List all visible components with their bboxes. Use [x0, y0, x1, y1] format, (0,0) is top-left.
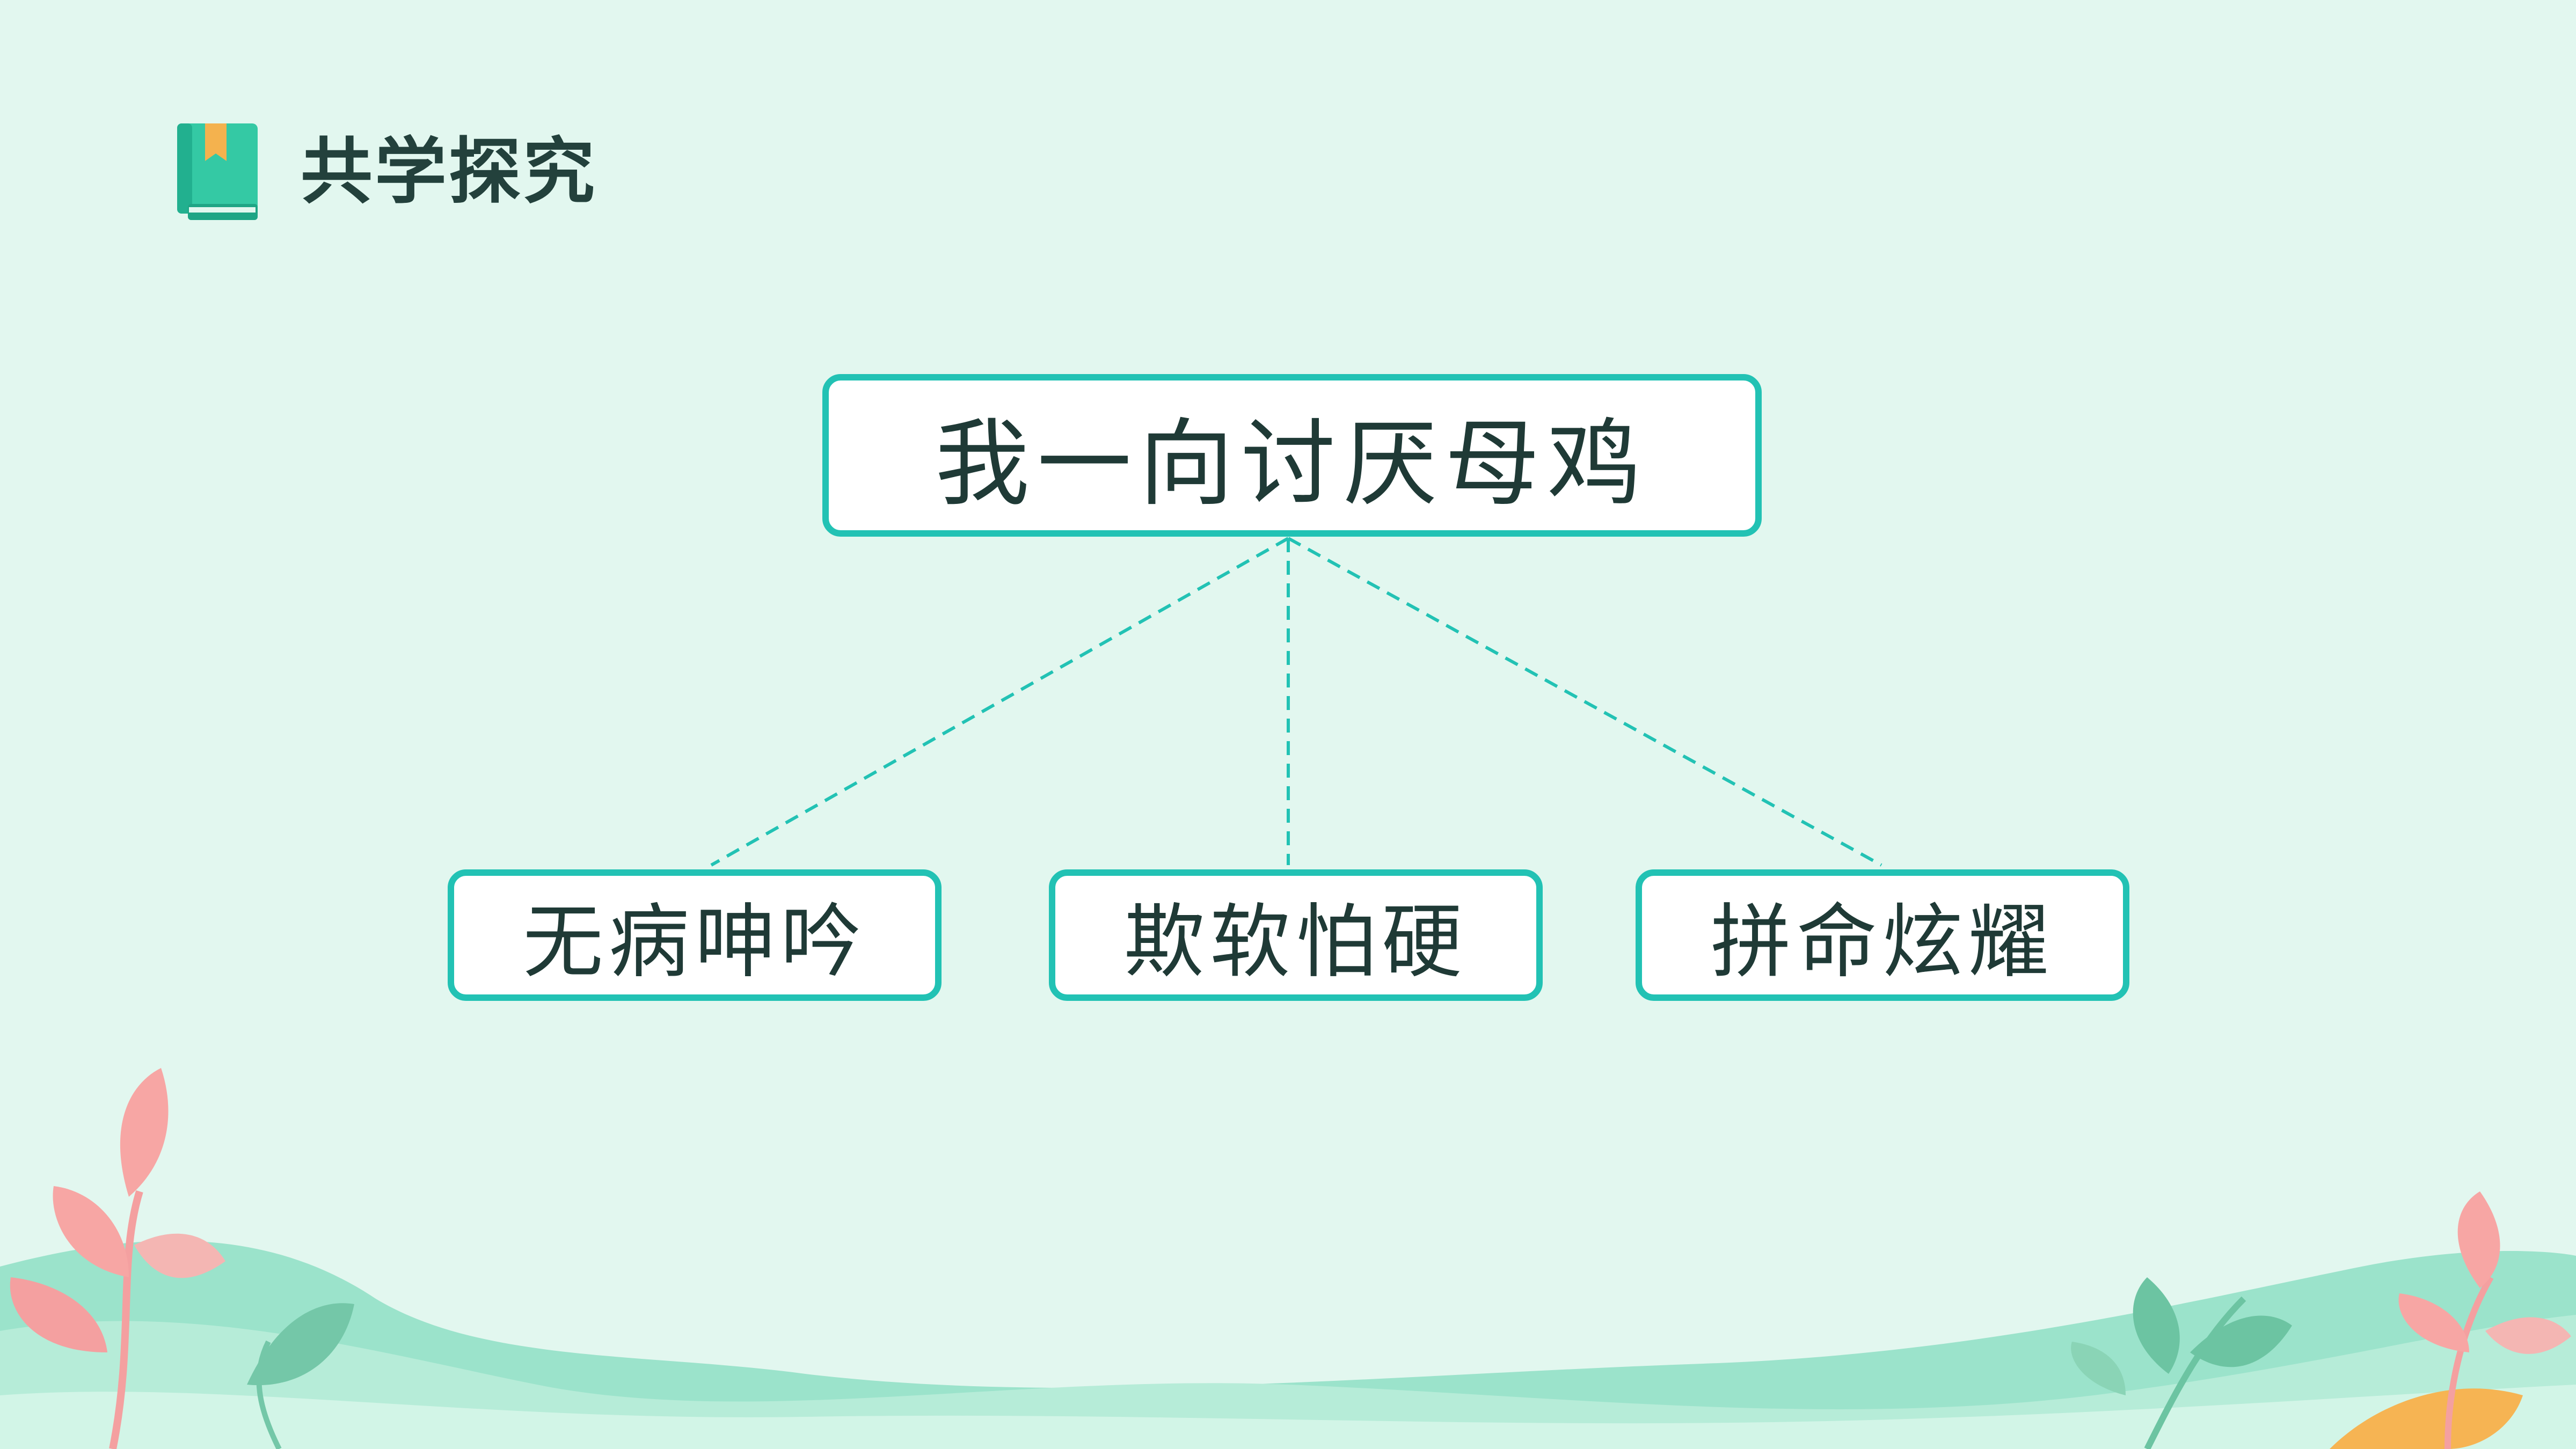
child-node-2-label: 欺软怕硬 [1123, 896, 1468, 989]
diagram-root-node: 我一向讨厌母鸡 [822, 374, 1762, 537]
diagram-child-node-2: 欺软怕硬 [1049, 869, 1543, 1001]
connector-to-child-3 [1287, 537, 1882, 867]
section-header: 共学探究 [177, 121, 597, 223]
root-node-label: 我一向讨厌母鸡 [935, 409, 1649, 519]
hill-back [0, 1241, 2576, 1449]
leaves-left [10, 1068, 354, 1449]
hill-front [0, 1385, 2576, 1449]
child-node-3-label: 拼命炫耀 [1710, 896, 2054, 989]
section-title: 共学探究 [301, 130, 597, 214]
leaves-right [2071, 1191, 2571, 1449]
connector-to-child-1 [710, 537, 1289, 867]
diagram-child-node-3: 拼命炫耀 [1636, 869, 2129, 1001]
child-node-1-label: 无病呻吟 [522, 896, 866, 989]
hill-middle [0, 1315, 2576, 1449]
diagram-child-node-1: 无病呻吟 [448, 869, 942, 1001]
book-icon [177, 123, 258, 220]
